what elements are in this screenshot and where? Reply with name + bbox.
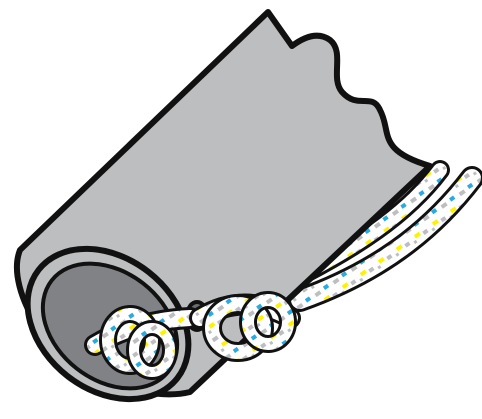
outer-knot	[200, 300, 290, 352]
